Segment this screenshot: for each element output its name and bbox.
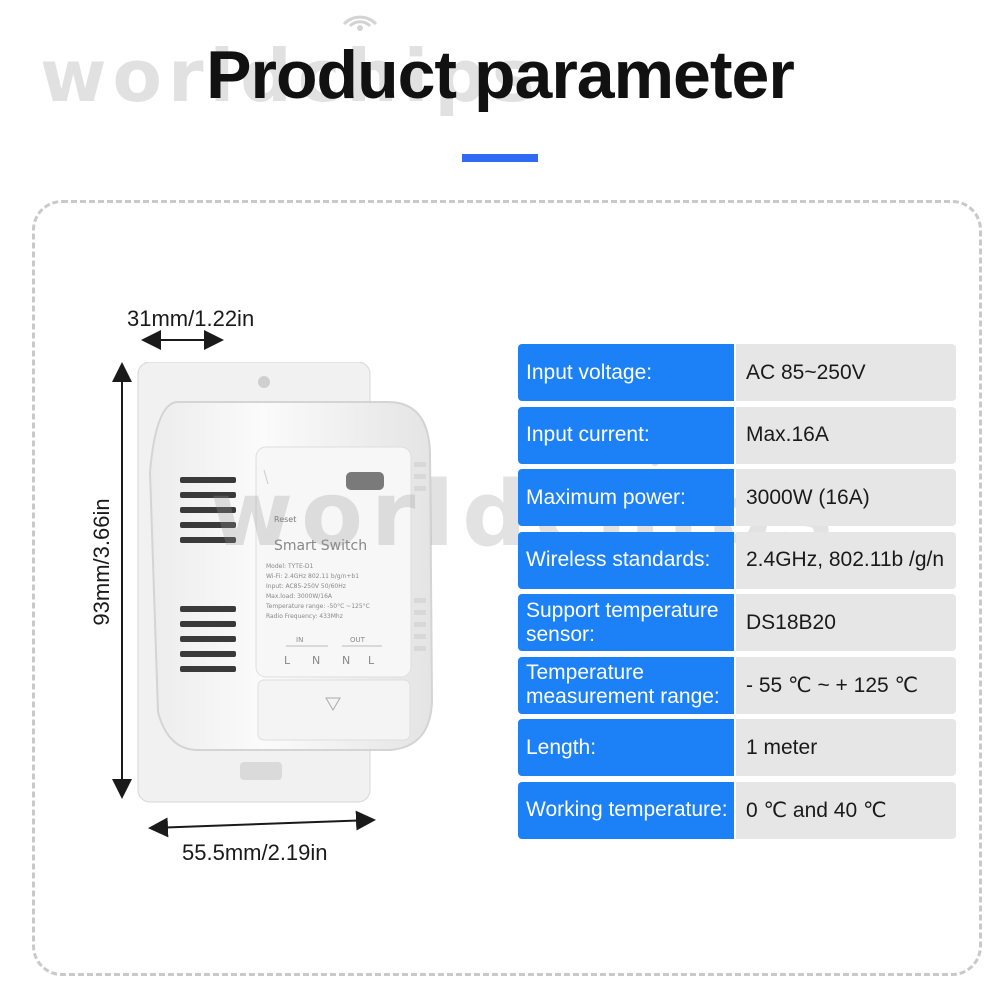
spec-row-input-current: Input current: Max.16A [518,406,956,464]
device-terminal-out-l: L [368,654,375,667]
dimension-width-label: 55.5mm/2.19in [182,840,328,865]
device-wifi-line: Wi-Fi: 2.4GHz 802.11 b/g/n+b1 [266,573,359,580]
device-name: Smart Switch [274,538,367,554]
dimension-height-label: 93mm/3.66in [89,498,114,626]
device-terminal-in-l: L [284,654,291,667]
spec-label: Input current: [518,406,734,464]
spec-value: DS18B20 [736,594,956,651]
device-input-line: Input: AC85-250V 50/60Hz [266,583,346,590]
spec-row-length: Length: 1 meter [518,719,956,776]
spec-value: 1 meter [736,719,956,776]
spec-value: 0 ℃ and 40 ℃ [736,781,956,839]
device-out-label: OUT [350,636,366,644]
spec-row-working-temperature: Working temperature: 0 ℃ and 40 ℃ [518,781,956,839]
spec-value: - 55 ℃ ~ + 125 ℃ [736,656,956,714]
content-panel [32,200,982,976]
spec-row-measurement-range: Temperature measurement range: - 55 ℃ ~ … [518,656,956,714]
title-underline [462,154,538,162]
spec-value: AC 85~250V [736,344,956,401]
dimension-depth-label: 31mm/1.22in [127,306,255,331]
spec-row-input-voltage: Input voltage: AC 85~250V [518,344,956,401]
device-terminal-out-n: N [342,654,350,667]
spec-value: 2.4GHz, 802.11b /g/n [736,531,956,589]
spec-label: Length: [518,719,734,776]
device-temp-line: Temperature range: -50°C ~125°C [265,603,370,610]
spec-label: Wireless standards: [518,531,734,589]
spec-label: Temperature measurement range: [518,656,734,714]
spec-row-temperature-sensor: Support temperature sensor: DS18B20 [518,594,956,651]
spec-label: Maximum power: [518,469,734,526]
spec-value: 3000W (16A) [736,469,956,526]
device-model-line: Model: TYTE-D1 [266,563,314,570]
device-reset-label: Reset [274,515,296,524]
device-label-text: Reset Smart Switch Model: TYTE-D1 Wi-Fi:… [265,515,375,667]
device-radio-line: Radio Frequency: 433Mhz [266,613,343,620]
spec-row-maximum-power: Maximum power: 3000W (16A) [518,469,956,526]
spec-label: Input voltage: [518,344,734,401]
smart-switch-device: Reset Smart Switch Model: TYTE-D1 Wi-Fi:… [137,362,434,803]
page-title: Product parameter [206,37,795,113]
spec-label: Support temperature sensor: [518,594,734,651]
spec-row-wireless-standards: Wireless standards: 2.4GHz, 802.11b /g/n [518,531,956,589]
spec-table: Input voltage: AC 85~250V Input current:… [518,344,956,844]
device-terminal-in-n: N [312,654,320,667]
device-maxload-line: Max.load: 3000W/16A [266,593,333,600]
spec-label: Working temperature: [518,781,734,839]
device-in-label: IN [296,636,303,644]
spec-value: Max.16A [736,406,956,464]
